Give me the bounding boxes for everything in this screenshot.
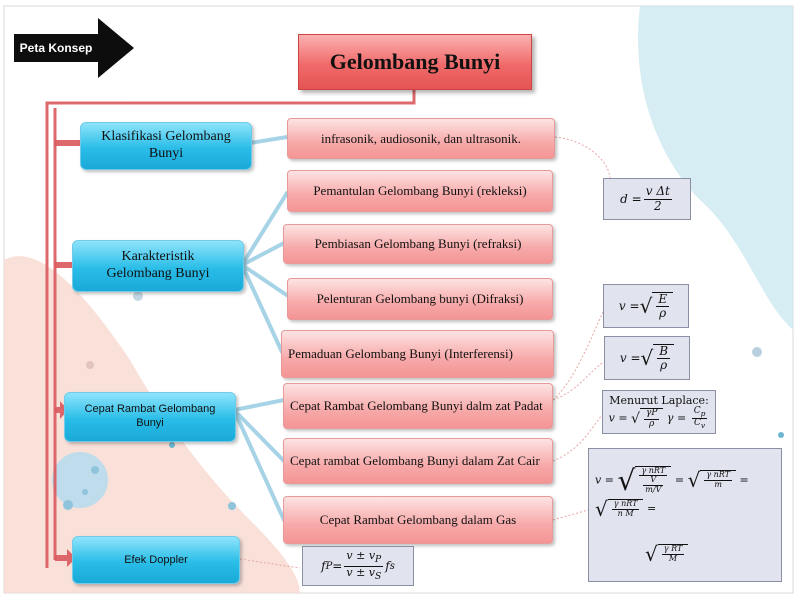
detail-pelenturan: Pelenturan Gelombang bunyi (Difraksi) — [287, 278, 553, 320]
detail-cair: Cepat rambat Gelombang Bunyi dalam Zat C… — [283, 438, 553, 484]
detail-padat: Cepat Rambat Gelombang Bunyi dalm zat Pa… — [283, 383, 553, 429]
detail-gas-text: Cepat Rambat Gelombang dalam Gas — [319, 512, 517, 527]
category-cepat-rambat-label: Cepat Rambat Gelombang Bunyi — [84, 403, 216, 429]
formula-laplace-label: Menurut Laplace: — [609, 393, 709, 407]
category-efek-doppler-label: Efek Doppler — [124, 554, 188, 566]
peta-konsep-badge: Peta Konsep — [14, 34, 98, 62]
detail-klasifikasi: infrasonik, audiosonik, dan ultrasonik. — [287, 118, 555, 159]
detail-pelenturan-text: Pelenturan Gelombang bunyi (Difraksi) — [316, 291, 524, 306]
category-klasifikasi[interactable]: Klasifikasi Gelombang Bunyi — [80, 122, 252, 170]
detail-pemaduan: Pemaduan Gelombang Bunyi (Interferensi) — [281, 330, 554, 378]
detail-padat-text: Cepat Rambat Gelombang Bunyi dalm zat Pa… — [290, 397, 543, 413]
detail-pemantulan-text: Pemantulan Gelombang Bunyi (rekleksi) — [313, 183, 527, 198]
detail-pembiasan: Pembiasan Gelombang Bunyi (refraksi) — [283, 224, 553, 264]
detail-klasifikasi-text: infrasonik, audiosonik, dan ultrasonik. — [320, 130, 522, 146]
detail-pemantulan: Pemantulan Gelombang Bunyi (rekleksi) — [287, 170, 553, 212]
main-title: Gelombang Bunyi — [329, 49, 501, 74]
main-title-box: Gelombang Bunyi — [298, 34, 532, 90]
detail-pembiasan-text: Pembiasan Gelombang Bunyi (refraksi) — [314, 236, 522, 251]
category-efek-doppler[interactable]: Efek Doppler — [72, 536, 240, 584]
detail-cair-text: Cepat rambat Gelombang Bunyi dalam Zat C… — [290, 452, 540, 468]
peta-konsep-label: Peta Konsep — [19, 41, 93, 55]
category-karakteristik[interactable]: Karakteristik Gelombang Bunyi — [72, 240, 244, 292]
category-cepat-rambat[interactable]: Cepat Rambat Gelombang Bunyi — [64, 392, 236, 442]
category-klasifikasi-label: Klasifikasi Gelombang Bunyi — [101, 129, 231, 161]
detail-gas: Cepat Rambat Gelombang dalam Gas — [283, 496, 553, 544]
category-karakteristik-label: Karakteristik Gelombang Bunyi — [106, 249, 210, 281]
detail-pemaduan-text: Pemaduan Gelombang Bunyi (Interferensi) — [288, 346, 513, 362]
